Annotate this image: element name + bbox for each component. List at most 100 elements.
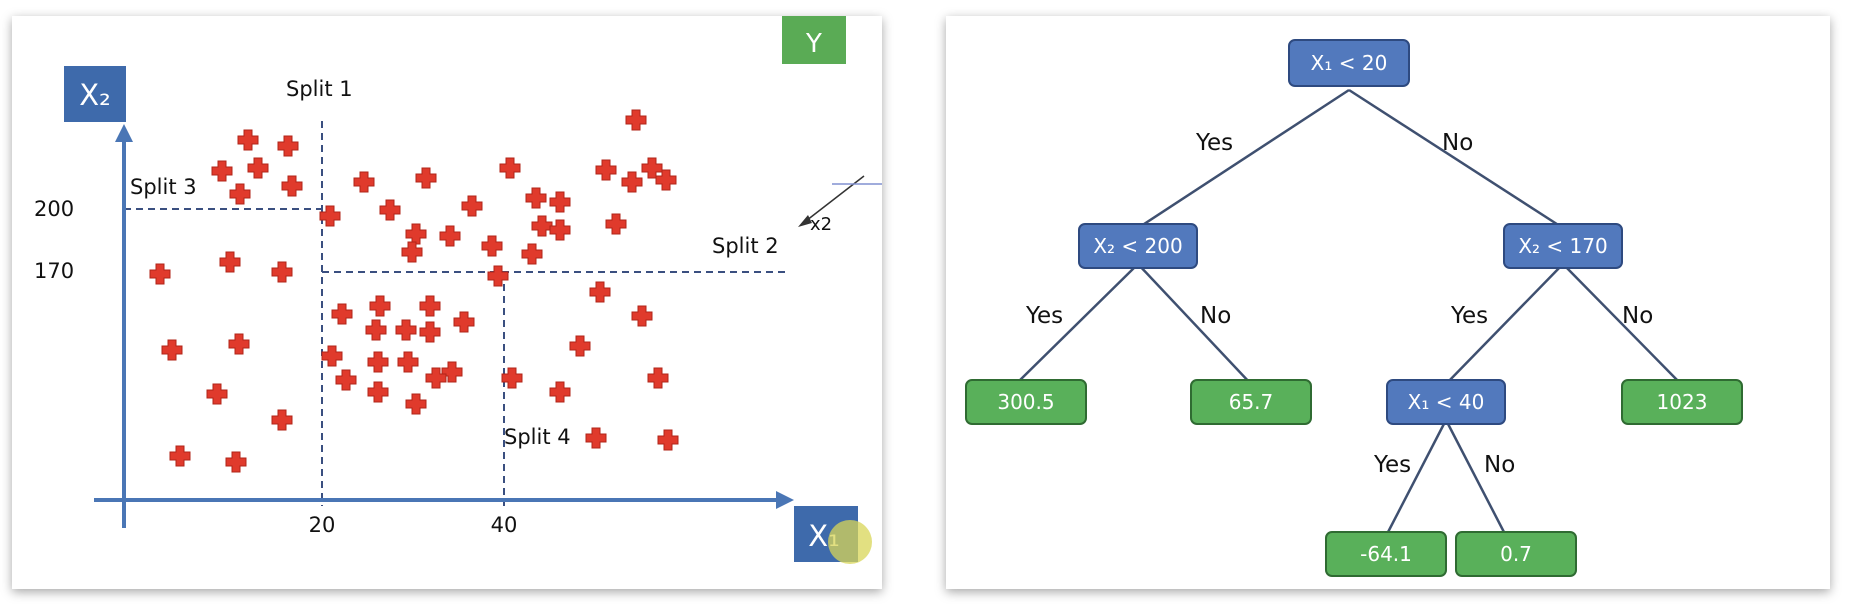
data-point-marker [549,381,571,403]
data-point-marker [219,251,241,273]
edge-label-rl-yes: Yes [1373,452,1411,478]
fragment-arrow [798,215,812,227]
svg-text:65.7: 65.7 [1229,390,1274,414]
node-root: X₁ < 20 [1288,39,1410,87]
svg-text:X₁ < 20: X₁ < 20 [1311,51,1388,75]
node-right: X₂ < 170 [1503,223,1623,269]
data-point-marker [585,427,607,449]
edge-label-rl-no: No [1484,452,1515,478]
data-point-marker [605,213,627,235]
leaf-65-7: 65.7 [1190,379,1312,425]
svg-text:300.5: 300.5 [997,390,1054,414]
data-point-marker [271,409,293,431]
edge-rl-leaf4 [1384,419,1448,537]
corner-y-label: Y [805,29,822,59]
corner-y-box [782,16,846,64]
data-point-marker [367,351,389,373]
data-point-marker [335,369,357,391]
tree-panel: Yes No Yes No Yes No Yes No X₁ < 20 X₂ <… [946,16,1830,589]
data-point-marker [225,451,247,473]
split-4-label: Split 4 [504,425,571,449]
data-point-marker [441,361,463,383]
scatter-diagram: X₂ X₁ Y x2 Split 1 Split 2 Split 3 Split… [34,16,882,564]
data-point-marker [625,109,647,131]
data-point-marker [229,183,251,205]
data-point-marker [271,261,293,283]
scatter-panel: X₂ X₁ Y x2 Split 1 Split 2 Split 3 Split… [12,16,882,589]
data-point-marker [211,160,233,182]
data-point-marker [405,223,427,245]
svg-text:-64.1: -64.1 [1360,542,1412,566]
leaf-neg-64-1: -64.1 [1325,531,1447,577]
data-point-marker [149,263,171,285]
data-point-marker [531,215,553,237]
leaf-300-5: 300.5 [965,379,1087,425]
data-point-marker [569,335,591,357]
data-point-marker [247,157,269,179]
edge-right-rl [1445,263,1564,385]
split-3-label: Split 3 [130,175,197,199]
data-point-marker [401,241,423,263]
data-point-marker [589,281,611,303]
data-point-marker [481,235,503,257]
edge-label-root-no: No [1442,130,1473,156]
edge-root-left [1137,88,1350,230]
edge-label-left-no: No [1200,303,1231,329]
data-point-marker [595,159,617,181]
data-point-marker [281,175,303,197]
y-tick-200: 200 [34,197,74,221]
data-point-marker [161,339,183,361]
data-point-marker [419,321,441,343]
data-point-marker [277,135,299,157]
data-point-markers [149,109,679,473]
data-point-marker [237,129,259,151]
edge-label-left-yes: Yes [1025,303,1063,329]
x-tick-20: 20 [309,513,336,537]
data-point-marker [461,195,483,217]
leaf-0-7: 0.7 [1455,531,1577,577]
data-point-marker [365,319,387,341]
svg-text:0.7: 0.7 [1500,542,1532,566]
data-point-marker [405,393,427,415]
data-point-marker [453,311,475,333]
data-point-marker [397,351,419,373]
data-point-marker [487,265,509,287]
data-point-marker [521,243,543,265]
svg-text:1023: 1023 [1657,390,1708,414]
node-left: X₂ < 200 [1078,223,1198,269]
edge-rl-leaf5 [1444,419,1508,537]
data-point-marker [657,429,679,451]
fragment-label: x2 [810,214,832,235]
data-point-marker [549,219,571,241]
data-point-marker [353,171,375,193]
data-point-marker [367,381,389,403]
data-point-marker [206,383,228,405]
data-point-marker [621,171,643,193]
split-1-label: Split 1 [286,77,353,101]
edge-left-leaf2 [1137,263,1252,385]
data-point-marker [319,205,341,227]
y-axis-arrow [115,124,133,142]
svg-text:X₂ < 200: X₂ < 200 [1093,234,1182,258]
y-tick-170: 170 [34,259,74,283]
x-axis-arrow [776,491,794,509]
cursor-highlight [828,520,872,564]
decision-tree: Yes No Yes No Yes No Yes No X₁ < 20 X₂ <… [965,39,1743,577]
data-point-marker [525,187,547,209]
svg-text:X₁ < 40: X₁ < 40 [1408,390,1485,414]
data-point-marker [415,167,437,189]
y-axis-label-box [64,66,126,122]
data-point-marker [647,367,669,389]
data-point-marker [501,367,523,389]
node-right-left: X₁ < 40 [1386,379,1506,425]
data-point-marker [228,333,250,355]
data-point-marker [369,295,391,317]
edge-right-leaf3 [1562,263,1682,385]
data-point-marker [439,225,461,247]
edge-label-right-no: No [1622,303,1653,329]
data-point-marker [331,303,353,325]
data-point-marker [379,199,401,221]
edge-label-root-yes: Yes [1195,130,1233,156]
data-point-marker [655,169,677,191]
y-axis-label: X₂ [79,78,111,112]
